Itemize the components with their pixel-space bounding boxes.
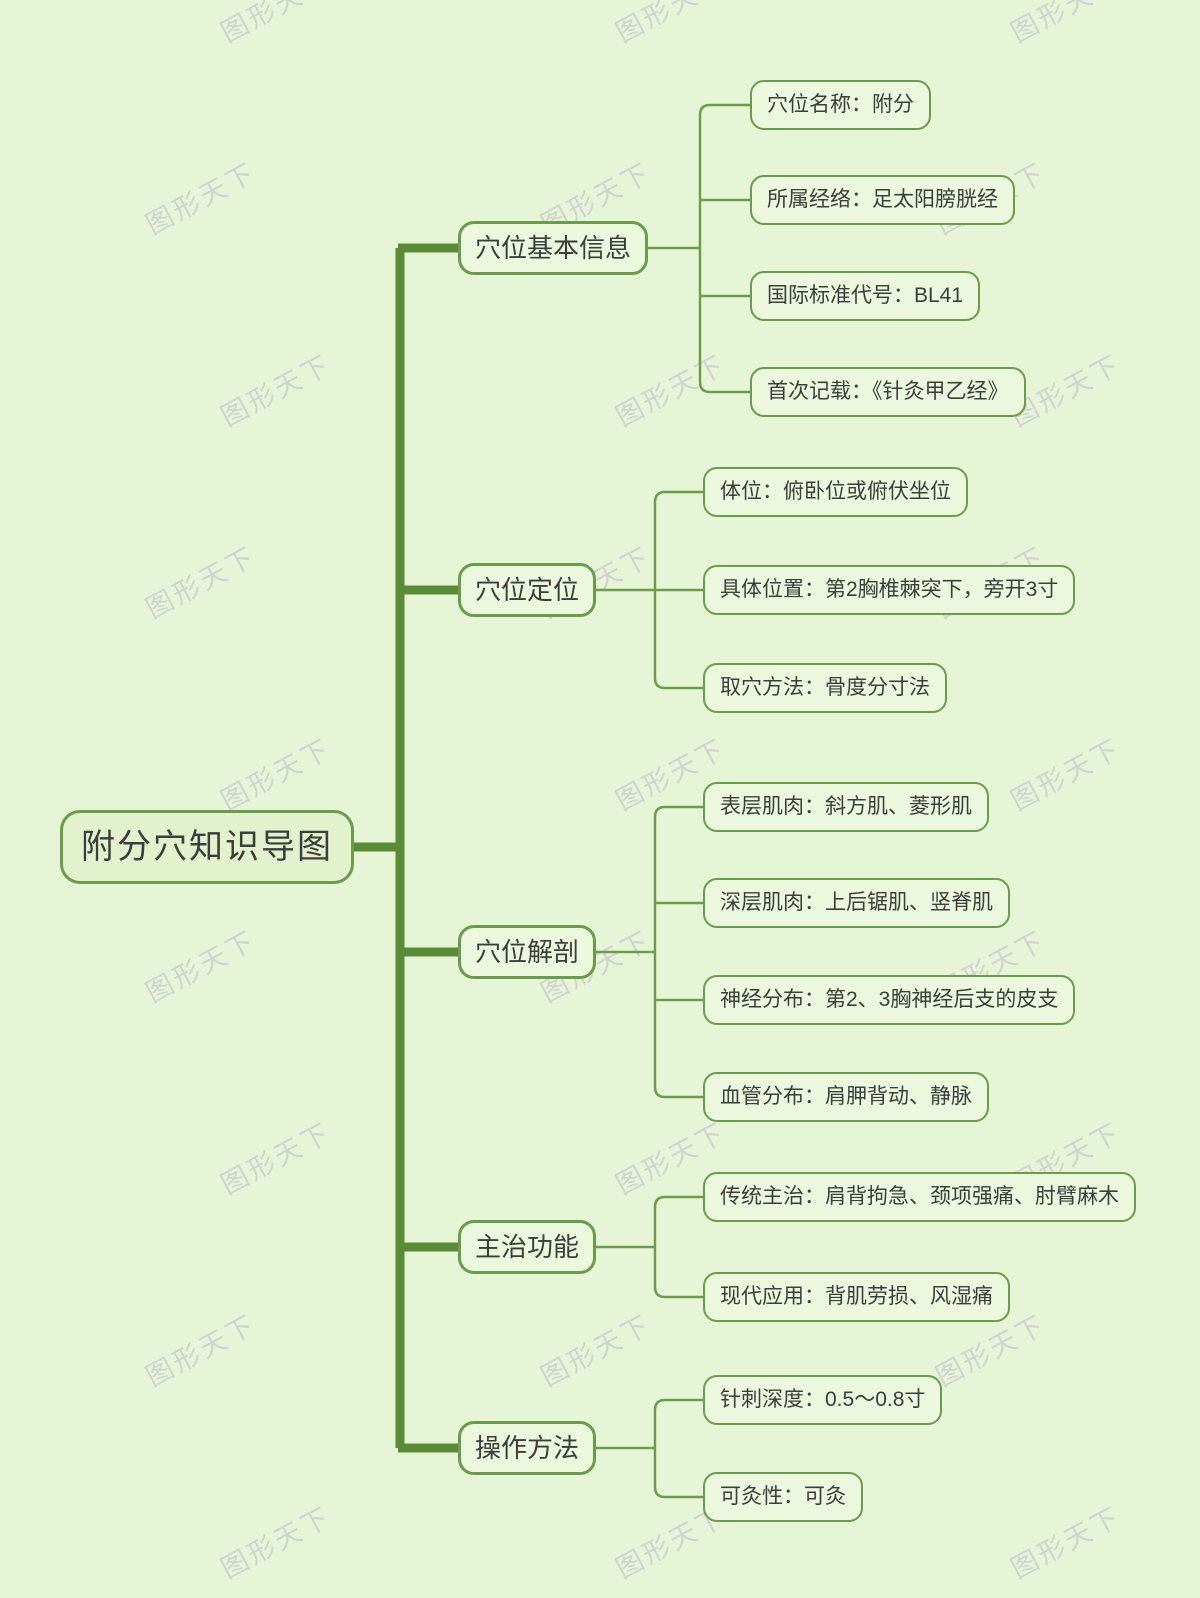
leaf-nerve-distribution[interactable]: 神经分布：第2、3胸神经后支的皮支	[703, 975, 1076, 1025]
branch-anatomy[interactable]: 穴位解剖	[458, 925, 597, 979]
leaf-posture[interactable]: 体位：俯卧位或俯伏坐位	[703, 467, 968, 517]
leaf-standard-code[interactable]: 国际标准代号：BL41	[750, 271, 981, 321]
leaf-vessel-distribution[interactable]: 血管分布：肩胛背动、静脉	[703, 1072, 989, 1122]
leaf-traditional-indications[interactable]: 传统主治：肩背拘急、颈项强痛、肘臂麻木	[703, 1172, 1136, 1222]
leaf-moxibustion[interactable]: 可灸性：可灸	[703, 1472, 863, 1522]
leaf-meridian[interactable]: 所属经络：足太阳膀胱经	[750, 175, 1015, 225]
leaf-first-record[interactable]: 首次记载：《针灸甲乙经》	[750, 367, 1026, 417]
branch-operation[interactable]: 操作方法	[458, 1421, 597, 1475]
leaf-specific-position[interactable]: 具体位置：第2胸椎棘突下，旁开3寸	[703, 565, 1076, 615]
leaf-point-name[interactable]: 穴位名称：附分	[750, 80, 931, 130]
leaf-modern-applications[interactable]: 现代应用：背肌劳损、风湿痛	[703, 1272, 1010, 1322]
leaf-locating-method[interactable]: 取穴方法：骨度分寸法	[703, 663, 947, 713]
leaf-needle-depth[interactable]: 针刺深度：0.5～0.8寸	[703, 1375, 943, 1425]
leaf-surface-muscle[interactable]: 表层肌肉：斜方肌、菱形肌	[703, 782, 989, 832]
root-node[interactable]: 附分穴知识导图	[60, 810, 354, 884]
branch-location[interactable]: 穴位定位	[458, 563, 597, 617]
leaf-deep-muscle[interactable]: 深层肌肉：上后锯肌、竖脊肌	[703, 878, 1010, 928]
branch-functions[interactable]: 主治功能	[458, 1220, 597, 1274]
branch-basic-info[interactable]: 穴位基本信息	[458, 221, 649, 275]
